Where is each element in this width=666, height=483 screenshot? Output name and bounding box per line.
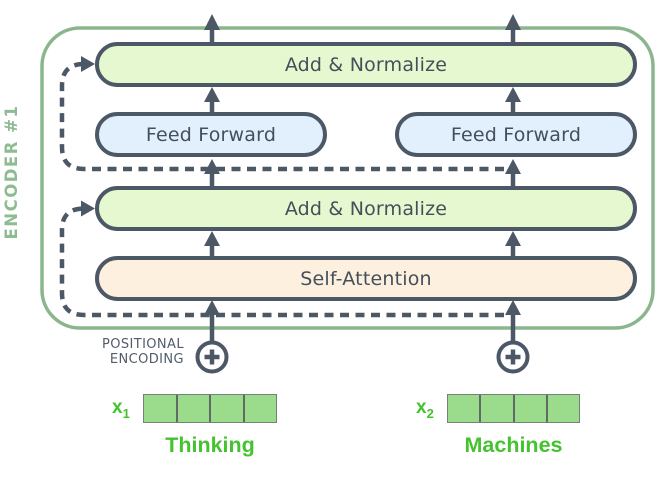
embedding-cell [512,395,546,422]
plus-circle-icon-left [195,340,229,374]
self-attention-box: Self-Attention [95,256,637,301]
feed-forward-right-box: Feed Forward [395,112,637,157]
embedding-cell [448,395,480,422]
self-attention-label: Self-Attention [300,267,432,290]
feed-forward-left-label: Feed Forward [145,123,277,146]
input-word-1: Thinking [165,433,255,457]
add-normalize-top-box: Add & Normalize [95,42,637,87]
arrow-selfattention-to-addnorm-right [505,231,521,257]
arrowhead-icon [81,200,95,217]
arrowhead-icon [81,56,95,72]
arrow-selfattention-to-addnorm-left [204,231,220,257]
positional-encoding-line2: ENCODING [109,352,184,367]
embedding-cell [175,395,209,422]
arrow-encoder-output-right [505,14,521,44]
plus-circle-icon-right [496,340,530,374]
arrow-addnorm-to-feedforward-left [204,159,220,187]
input-word-2: Machines [464,433,563,457]
embedding-cell [479,395,513,422]
add-normalize-bottom-box: Add & Normalize [95,186,637,231]
encoder-outline [40,26,655,330]
input-vector-label-x1: x1 [112,397,130,421]
embedding-vector-1 [143,394,277,423]
embedding-vector-2 [447,394,580,423]
encoder-label: ENCODER #1 [2,104,21,240]
input-vector-label-x2: x2 [416,397,434,421]
embedding-cell [242,395,276,422]
arrow-input-to-selfattention-right [505,300,521,343]
arrow-input-to-selfattention-left [204,300,220,343]
arrow-feedforward-to-addnorm-left [204,87,220,113]
embedding-cell [545,395,579,422]
arrow-feedforward-to-addnorm-right [505,87,521,113]
add-normalize-bottom-label: Add & Normalize [284,197,448,220]
add-normalize-top-label: Add & Normalize [284,53,448,76]
feed-forward-right-label: Feed Forward [450,123,582,146]
arrow-addnorm-to-feedforward-right [505,159,521,187]
embedding-cell [209,395,243,422]
positional-encoding-line1: POSITIONAL [101,337,184,352]
arrow-encoder-output-left [204,14,220,44]
residual-connection-upper-dashed [59,56,504,172]
positional-encoding-label: POSITIONAL ENCODING [54,337,184,367]
residual-connection-lower-dashed [59,200,504,318]
embedding-cell [144,395,176,422]
feed-forward-left-box: Feed Forward [95,112,327,157]
